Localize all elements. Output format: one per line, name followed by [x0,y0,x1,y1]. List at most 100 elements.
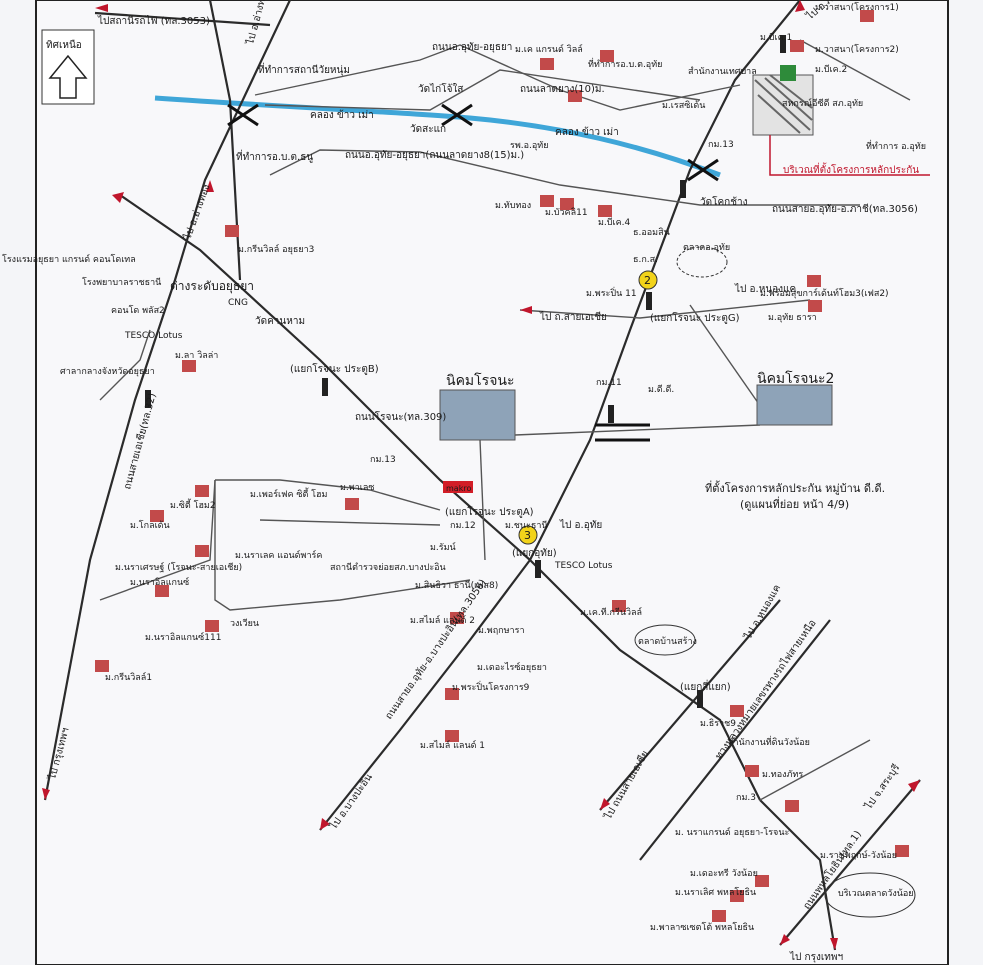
label-to-asia: ไป ถ.สายเอเชีย [539,311,607,323]
label-sangchuak: (แยกสี่แยก) [680,679,731,693]
place-police: สถานีตำรวจย่อยสภ.บางปะอิน [330,562,446,573]
traffic-light-icon [535,560,541,578]
house-icon [730,705,744,717]
area-wangnoi-label: บริเวณตลาดวังน้อย [838,888,914,899]
market-wangnoi-circle [824,872,916,918]
rojana-estate-photo [439,389,516,441]
place-thapthong: ม.ทับทอง [495,201,531,211]
place-narasart: ม.นราเศรษฐ์ (โรจนะ-สายเอเชีย) [115,561,242,573]
place-wasana1: ม.วาสนา(โครงการ1) [815,2,899,13]
house-icon [785,800,799,812]
house-icon [730,890,744,902]
road-asia-right [599,599,781,811]
bridge-3 [687,158,719,182]
road-naksang [264,69,701,111]
place-bank-gsb: ธ.ออมสิน [633,227,670,238]
label-rojana-309: ถนนโรจนะ(ทล.309) [355,410,446,423]
label-kilo-13: กม.13 [708,140,734,150]
traffic-light-icon [145,390,151,408]
north-label: ทิศเหนือ [46,39,82,51]
house-icon [807,275,821,287]
direction-arrows [42,0,920,950]
traffic-light-icon [780,35,786,53]
place-sinthawee: ม.สินธิวา ธานี(เฟส8) [415,580,498,591]
place-rojana-estate2: นิคมโรจนะ2 [757,370,834,387]
house-icon [568,90,582,102]
place-pala-city: ม.พาลาซเซตโต้ พหลโยธิน [650,922,754,933]
house-icon [745,765,759,777]
house-icon [195,485,209,497]
seven-eleven-icon [780,65,796,81]
place-sanrimmai: ม.รัมน์ [430,541,456,553]
place-phraping11: ม.พระปิ่น 11 [586,286,637,299]
road-32 [43,0,291,801]
place-the-tree: ม.เดอะทรี วังน้อย [690,868,758,879]
place-kt-green: ม.เค.ที.กรีนวิลล์ [580,606,642,618]
place-palace: ม.พาเลซ [340,483,374,493]
arrow-icon [206,180,214,192]
place-ms-park: ม.ธิราช9 [700,718,736,729]
house-icon [600,50,614,62]
north-arrow-icon [48,54,88,99]
arrow-icon [520,306,532,314]
place-tesco1: TESCO Lotus [124,331,183,341]
place-phruksa-prapin: ม.พฤกษารา [478,626,525,636]
rojana-estate2-photo [756,384,833,426]
label-kilo-12: กม.12 [450,521,476,531]
house-icon [450,612,464,624]
place-youth-center: ที่ทำการสถานีวัยหนุ่ม [258,62,350,76]
road-angthong [208,0,242,281]
place-bank-baac: ธ.ก.ส. [633,255,658,265]
place-perfect-city: ม.เพอร์เฟค ซิตี้ โฮม [250,487,328,500]
place-pk2: ม.บีเค.2 [815,64,847,75]
label-to-uthai: ไป อ.อุทัย [559,519,602,531]
label-to-station: ไปสถานีรถไฟ (ทล.3053) [97,15,210,27]
place-smile-land2: ม.สไมล์ แลนด์ 2 [410,614,475,626]
place-pk1: ม.บีเค.1 [760,32,792,43]
place-obt-chu: ที่ทำการอ.บ.ต.ธนู [236,149,313,163]
arrow-icon [908,780,920,792]
place-grand-ayutthaya: ม.กรีนวิลล์ อยุธยา3 [238,243,314,255]
place-cng: CNG [228,298,248,308]
place-monastery-4: วัดโคกช้าง [700,195,748,208]
place-district-office: สำนักงานเทศบาล [688,66,757,77]
project-area: บริเวณที่ตั้งโครงการหลักประกัน [752,65,930,176]
road-gate-g [519,299,811,319]
place-lakeview: ม.นราเลค แอนด์พาร์ค [235,549,322,561]
label-naksang: ถนนลาดยาง(10)ม. [520,84,605,95]
road-estates [514,424,761,436]
place-market-uthai: ตลาดอ.อุทัย [683,243,730,253]
road-golden [99,479,216,601]
bridge-1 [227,103,259,127]
place-district-wangnoi: สำนักงานที่ดินวังน้อย [728,735,810,748]
place-narasart2: ม.นราอิลแกนซ์ [130,576,189,588]
arrow-icon [830,938,838,950]
project-caption-line2: (ดูแผนที่ย่อย หน้า 4/9) [740,496,849,511]
house-icon [155,585,169,597]
place-mk-grand: ม.เค แกรนด์ วิลล์ [515,43,583,55]
traffic-light-icon [697,690,703,708]
traffic-lights [145,35,786,708]
marker-2-label: 2 [644,274,651,287]
arrow-icon [795,0,805,12]
place-obt-uthai3: ที่ทำการอ.บ.ต.อุทัย [588,57,662,70]
place-monastery-2: วัดสะแก [410,124,446,135]
house-icon [205,620,219,632]
label-khlong-1: คลอง ข้าว เม่า [310,109,374,121]
bridge-4 [595,423,650,442]
house-icon [598,205,612,217]
road-wangnoi [529,559,761,801]
house-icon [755,875,769,887]
road-station [94,11,271,27]
place-nara-grand: ม. นราแกรนด์ อยุธยา-โรจนะ [675,826,789,838]
house-icon [540,195,554,207]
makro-label: makro [446,484,471,493]
place-tesco2: TESCO Lotus [554,561,613,571]
roads [43,0,921,951]
place-lavilla: ม.ลา วิลล่า [175,350,218,361]
road-uthai-8 [269,149,860,206]
place-rojana-estate: นิคมโรจนะ [446,372,515,389]
place-greenville1: ม.กรีนวิลล์1 [105,671,152,683]
traffic-light-icon [608,405,614,423]
road-wangnoi-b [759,799,837,951]
